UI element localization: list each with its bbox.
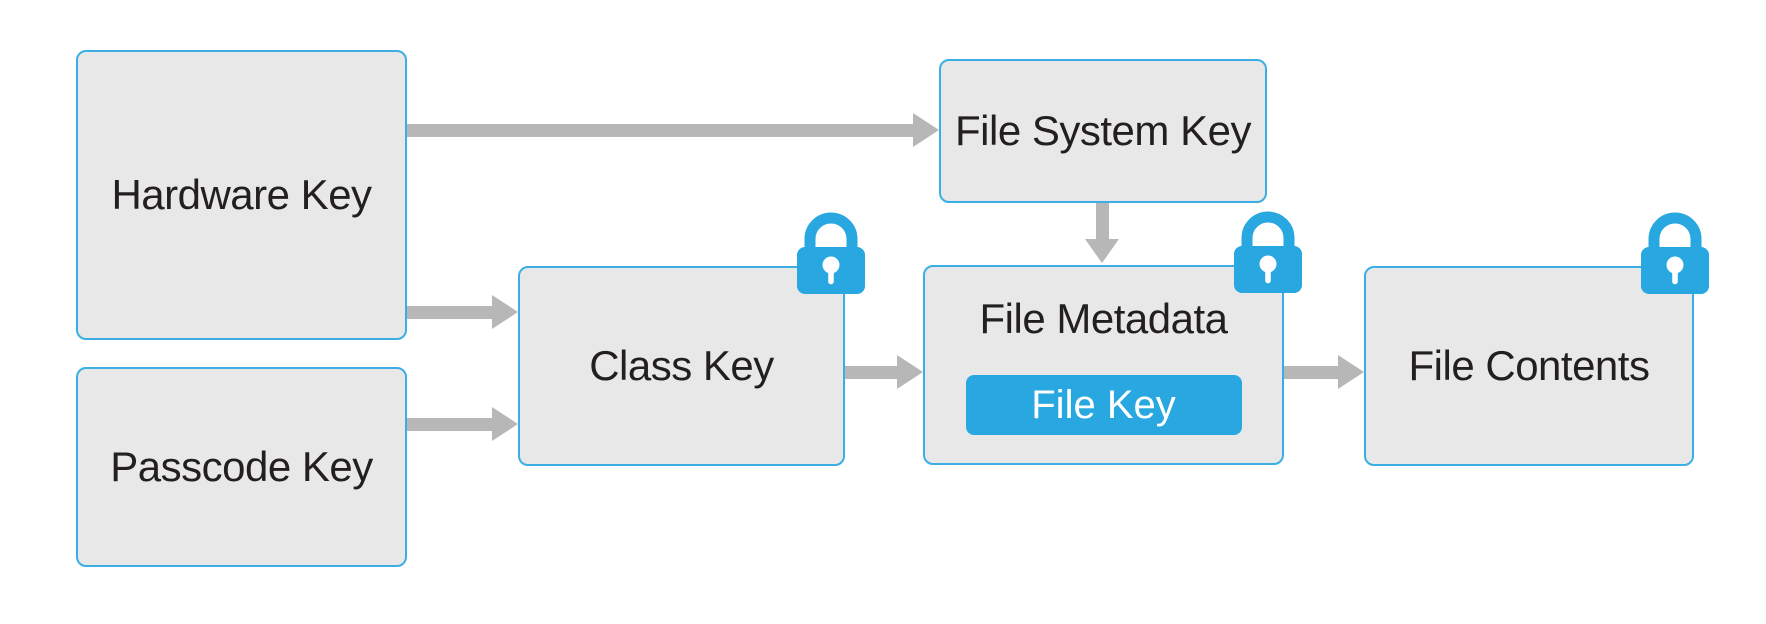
node-label: Class Key xyxy=(589,342,774,389)
arrow-file-metadata-to-file-contents xyxy=(1284,355,1364,389)
lock-icon xyxy=(1641,212,1709,294)
arrow-head xyxy=(897,355,923,389)
node-passcode-key: Passcode Key xyxy=(76,367,407,567)
arrow-shaft xyxy=(1284,365,1338,379)
node-file-metadata: File Metadata File Key xyxy=(923,265,1284,465)
node-label: File Contents xyxy=(1408,342,1650,389)
arrow-shaft xyxy=(407,417,492,431)
arrow-head xyxy=(492,295,518,329)
lock-icon xyxy=(1234,211,1302,293)
arrow-hardware-key-to-file-system-key xyxy=(407,113,939,147)
lock-icon xyxy=(797,212,865,294)
node-file-contents: File Contents xyxy=(1364,266,1694,466)
node-file-system-key: File System Key xyxy=(939,59,1267,203)
arrow-shaft xyxy=(407,305,492,319)
arrow-hardware-key-to-class-key xyxy=(407,295,518,329)
node-class-key: Class Key xyxy=(518,266,845,466)
arrow-shaft xyxy=(407,123,913,137)
node-label: File Metadata xyxy=(979,295,1228,342)
arrow-file-system-key-to-file-metadata xyxy=(1085,203,1119,263)
arrow-shaft xyxy=(1095,203,1109,239)
arrow-shaft xyxy=(845,365,897,379)
node-label: Hardware Key xyxy=(111,171,372,218)
arrow-head xyxy=(1085,239,1119,263)
node-hardware-key: Hardware Key xyxy=(76,50,407,340)
arrow-head xyxy=(492,407,518,441)
arrow-head xyxy=(1338,355,1364,389)
file-key-badge: File Key xyxy=(965,375,1242,435)
arrow-passcode-key-to-class-key xyxy=(407,407,518,441)
arrow-class-key-to-file-metadata xyxy=(845,355,923,389)
node-label: Passcode Key xyxy=(110,443,373,490)
node-label: File System Key xyxy=(955,107,1251,154)
arrow-head xyxy=(913,113,939,147)
